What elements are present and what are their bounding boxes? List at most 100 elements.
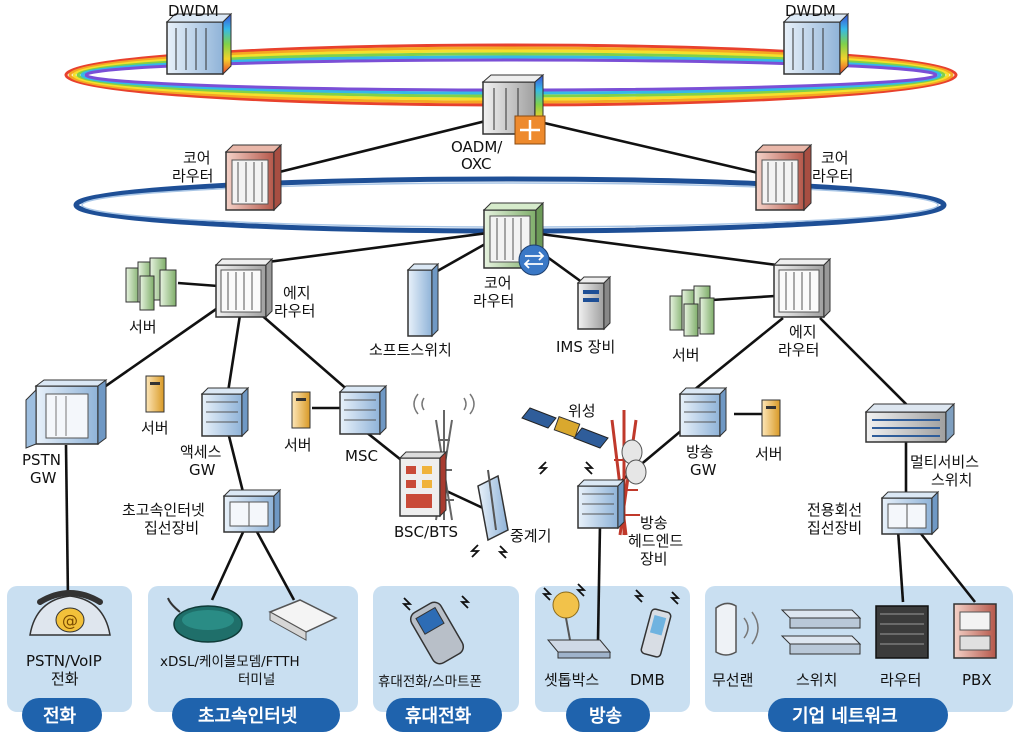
- core-right-label-line2: 라우터: [812, 167, 853, 185]
- settop-box-device[interactable]: [541, 583, 612, 659]
- oadm-label-line2: OXC: [461, 155, 492, 173]
- mobile-category-badge[interactable]: 휴대전화: [386, 698, 502, 732]
- headend-label-line3: 장비: [640, 550, 668, 568]
- router-label: 라우터: [880, 671, 921, 689]
- phone-category-badge[interactable]: 전화: [22, 698, 102, 732]
- multiservice-label-line1: 멀티서비스: [910, 453, 979, 471]
- server-top-left-label: 서버: [129, 318, 157, 336]
- bsc-bts-node[interactable]: [398, 393, 475, 521]
- internet-panel: [148, 586, 358, 712]
- headend-label-line2: 헤드엔드: [628, 532, 683, 550]
- satellite-label: 위성: [568, 402, 596, 420]
- core-right-label-line1: 코어: [821, 149, 849, 167]
- repeater-node[interactable]: [469, 469, 509, 559]
- core-router-left-node[interactable]: [224, 143, 283, 212]
- headend-label-line1: 방송: [640, 514, 668, 532]
- edge-right-label-line2: 라우터: [778, 341, 819, 359]
- broadcast-gateway-node[interactable]: [678, 386, 728, 438]
- msc-label: MSC: [345, 447, 378, 465]
- ims-node[interactable]: [576, 275, 612, 331]
- pbx-label: PBX: [962, 671, 992, 689]
- server-top-right-label: 서버: [672, 346, 700, 364]
- pstn-gw-label-line2: GW: [30, 469, 57, 487]
- ftth-terminal-device[interactable]: [268, 599, 338, 641]
- server-access-label: 서버: [141, 419, 169, 437]
- wlan-ap-device[interactable]: [715, 602, 759, 656]
- dmb-device[interactable]: [633, 589, 681, 658]
- softswitch-label: 소프트스위치: [369, 341, 452, 359]
- server-cluster-right-node[interactable]: [669, 285, 715, 337]
- server-broadcast-label: 서버: [755, 445, 783, 463]
- server-access-node[interactable]: [145, 375, 165, 413]
- xdsl-label-line1: xDSL/케이블모뎀/FTTH: [160, 654, 300, 670]
- edge-left-label-line1: 에지: [283, 284, 311, 302]
- satellite-node[interactable]: [521, 407, 609, 475]
- access-gw-label-line2: GW: [189, 461, 216, 479]
- xdsl-label-line2: 터미널: [238, 672, 275, 688]
- broadcast-headend-node[interactable]: [576, 410, 647, 536]
- multiservice-label-line2: 스위치: [931, 471, 972, 489]
- internet-category-text: 초고속인터넷: [198, 706, 297, 727]
- cable-modem-device[interactable]: [167, 597, 243, 643]
- oadm-oxc-node[interactable]: [481, 73, 546, 145]
- dwdm-left-label: DWDM: [168, 2, 219, 20]
- dwdm-left-node[interactable]: [165, 12, 233, 76]
- pstn-phone-device[interactable]: @: [29, 590, 111, 636]
- core-center-label-line1: 코어: [484, 274, 512, 292]
- server-broadcast-node[interactable]: [761, 399, 781, 437]
- network-links: [64, 113, 977, 641]
- hs-concentrator-label-line1: 초고속인터넷: [122, 501, 205, 519]
- pstn-gw-label-line1: PSTN: [22, 451, 61, 469]
- enterprise-category-badge[interactable]: 기업 네트워크: [768, 698, 948, 732]
- server-msc-label: 서버: [284, 436, 312, 454]
- hs-concentrator-label-line2: 집선장비: [144, 519, 199, 537]
- core-left-label-line2: 라우터: [172, 167, 213, 185]
- switch-label: 스위치: [796, 671, 837, 689]
- multiservice-switch-node[interactable]: [864, 402, 956, 444]
- dwdm-right-node[interactable]: [782, 12, 850, 76]
- broadcast-category-text: 방송: [589, 706, 622, 727]
- msc-node[interactable]: [338, 384, 388, 436]
- access-gw-label-line1: 액세스: [180, 443, 222, 461]
- core-router-right-node[interactable]: [754, 143, 813, 212]
- internet-category-badge[interactable]: 초고속인터넷: [172, 698, 340, 732]
- edge-left-label-line2: 라우터: [274, 302, 315, 320]
- handset-label: 휴대전화/스마트폰: [378, 674, 482, 690]
- core-left-label-line1: 코어: [183, 149, 211, 167]
- pstn-phone-label-line1: PSTN/VoIP: [26, 652, 102, 670]
- leased-label-line1: 전용회선: [807, 501, 862, 519]
- dmb-label: DMB: [630, 671, 665, 689]
- access-gateway-node[interactable]: [200, 386, 250, 438]
- softswitch-node[interactable]: [406, 262, 440, 338]
- edge-router-left-node[interactable]: [214, 257, 274, 319]
- ims-label: IMS 장비: [556, 338, 615, 356]
- broadcast-category-badge[interactable]: 방송: [566, 698, 650, 732]
- server-cluster-left-node[interactable]: [125, 257, 177, 311]
- settop-label: 셋톱박스: [544, 671, 599, 689]
- router-icon: [518, 244, 550, 276]
- phone-category-text: 전화: [43, 706, 77, 727]
- handset-device[interactable]: [401, 595, 471, 667]
- switch-device[interactable]: [780, 609, 862, 655]
- dwdm-right-label: DWDM: [785, 2, 836, 20]
- leased-line-concentrator-node[interactable]: [880, 490, 940, 536]
- mobile-category-text: 휴대전화: [405, 706, 472, 727]
- core-router-center-node[interactable]: [482, 201, 550, 276]
- hs-concentrator-node[interactable]: [222, 488, 282, 534]
- enterprise-router-device[interactable]: [875, 605, 929, 659]
- enterprise-category-text: 기업 네트워크: [792, 705, 898, 727]
- pstn-phone-label-line2: 전화: [51, 670, 79, 688]
- broadcast-gw-label-line1: 방송: [686, 443, 714, 461]
- edge-router-right-node[interactable]: [772, 257, 832, 319]
- pbx-device[interactable]: [953, 603, 997, 659]
- bsc-bts-label: BSC/BTS: [394, 523, 458, 541]
- edge-right-label-line1: 에지: [789, 323, 817, 341]
- pstn-gateway-node[interactable]: [25, 379, 108, 449]
- leased-label-line2: 집선장비: [807, 519, 862, 537]
- repeater-label: 중계기: [510, 527, 551, 545]
- wlan-label: 무선랜: [712, 671, 753, 689]
- broadcast-gw-label-line2: GW: [690, 461, 717, 479]
- server-msc-node[interactable]: [291, 391, 311, 429]
